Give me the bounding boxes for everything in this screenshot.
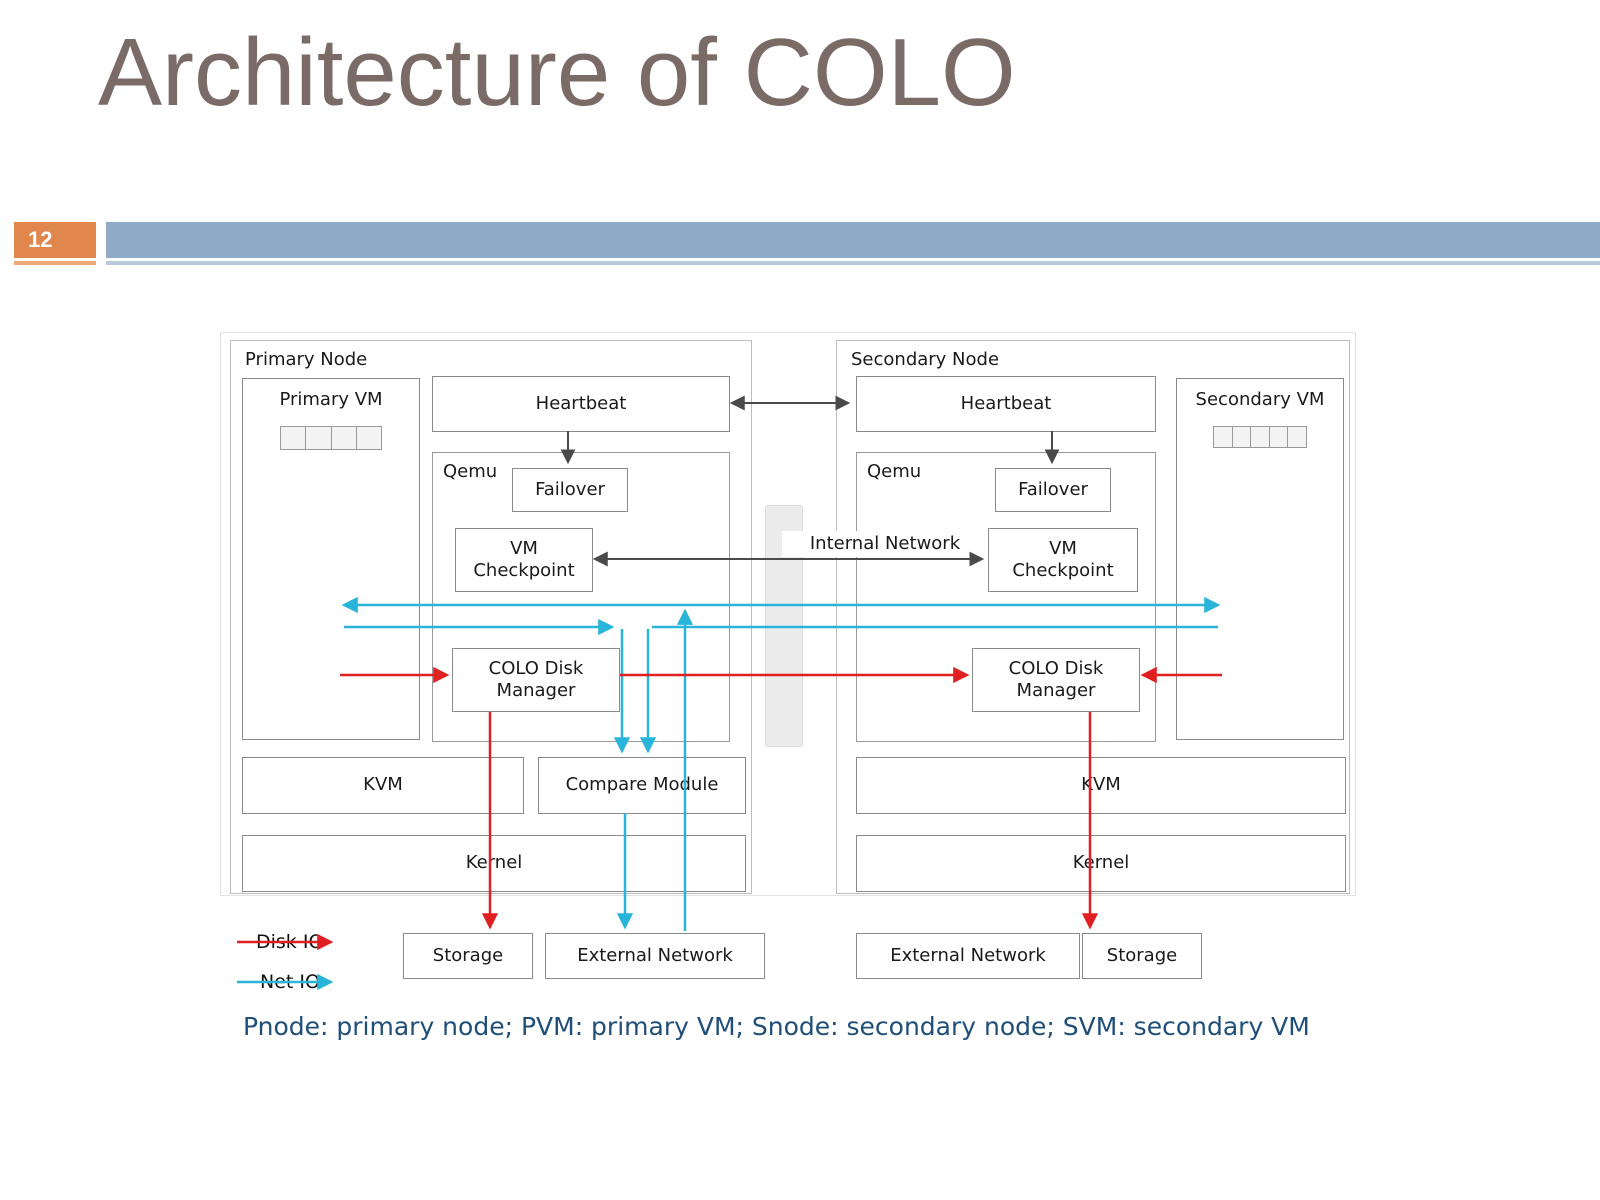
secondary-kernel-box: Kernel <box>856 835 1346 892</box>
primary-vm-slots <box>280 426 382 450</box>
vm-slot <box>356 427 381 449</box>
secondary-external-network-label: External Network <box>890 944 1046 966</box>
primary-storage-box: Storage <box>403 933 533 979</box>
vm-slot <box>1288 427 1306 447</box>
primary-vm-label: Primary VM <box>279 389 383 410</box>
primary-storage-label: Storage <box>432 944 504 966</box>
diagram-frame <box>220 332 1356 896</box>
primary-vm-checkpoint-label: VM Checkpoint <box>473 537 575 582</box>
primary-external-network-box: External Network <box>545 933 765 979</box>
primary-vm-checkpoint-box: VM Checkpoint <box>455 528 593 592</box>
secondary-storage-box: Storage <box>1082 933 1202 979</box>
primary-failover-label: Failover <box>535 478 605 500</box>
secondary-kvm-label: KVM <box>1081 774 1121 796</box>
secondary-node-label: Secondary Node <box>851 349 1000 370</box>
header-accent-bar-strip <box>106 261 1600 265</box>
primary-qemu-label: Qemu <box>443 461 498 482</box>
secondary-heartbeat-label: Heartbeat <box>960 392 1052 414</box>
secondary-kvm-box: KVM <box>856 757 1346 814</box>
secondary-vm-label: Secondary VM <box>1195 389 1325 410</box>
primary-colo-disk-manager-label: COLO Disk Manager <box>488 657 584 702</box>
secondary-vm-checkpoint-label: VM Checkpoint <box>1012 537 1114 582</box>
secondary-vm-slots <box>1213 426 1307 448</box>
primary-node-label: Primary Node <box>245 349 368 370</box>
primary-heartbeat-box: Heartbeat <box>432 376 730 432</box>
secondary-vm-box: Secondary VM <box>1176 378 1344 740</box>
secondary-failover-box: Failover <box>995 468 1111 512</box>
secondary-heartbeat-box: Heartbeat <box>856 376 1156 432</box>
vm-slot <box>1214 427 1233 447</box>
legend-net-io-label: Net IO <box>260 971 320 993</box>
secondary-colo-disk-manager-box: COLO Disk Manager <box>972 648 1140 712</box>
page-number-badge: 12 <box>14 222 96 258</box>
header-accent-bar <box>106 222 1600 258</box>
legend-disk-io-label: Disk IO <box>256 931 324 953</box>
vm-slot <box>331 427 357 449</box>
vm-slot <box>281 427 307 449</box>
vm-slot <box>306 427 332 449</box>
compare-module-box: Compare Module <box>538 757 746 814</box>
primary-failover-box: Failover <box>512 468 628 512</box>
secondary-external-network-box: External Network <box>856 933 1080 979</box>
vm-slot <box>1251 427 1270 447</box>
secondary-storage-label: Storage <box>1106 944 1178 966</box>
primary-heartbeat-label: Heartbeat <box>535 392 627 414</box>
compare-module-label: Compare Module <box>565 774 719 796</box>
page-number: 12 <box>28 227 53 252</box>
secondary-qemu-label: Qemu <box>867 461 922 482</box>
primary-kvm-label: KVM <box>363 774 403 796</box>
primary-kernel-label: Kernel <box>465 852 523 874</box>
primary-kernel-box: Kernel <box>242 835 746 892</box>
secondary-vm-checkpoint-box: VM Checkpoint <box>988 528 1138 592</box>
vm-slot <box>1232 427 1252 447</box>
page-number-badge-strip <box>14 261 96 265</box>
secondary-failover-label: Failover <box>1018 478 1088 500</box>
primary-kvm-box: KVM <box>242 757 524 814</box>
secondary-colo-disk-manager-label: COLO Disk Manager <box>1008 657 1104 702</box>
primary-vm-box: Primary VM <box>242 378 420 740</box>
primary-colo-disk-manager-box: COLO Disk Manager <box>452 648 620 712</box>
footnote: Pnode: primary node; PVM: primary VM; Sn… <box>243 1012 1310 1041</box>
vm-slot <box>1269 427 1289 447</box>
slide-title: Architecture of COLO <box>98 19 1016 126</box>
secondary-kernel-label: Kernel <box>1072 852 1130 874</box>
internal-network-label: Internal Network <box>782 531 988 557</box>
primary-external-network-label: External Network <box>577 944 733 966</box>
